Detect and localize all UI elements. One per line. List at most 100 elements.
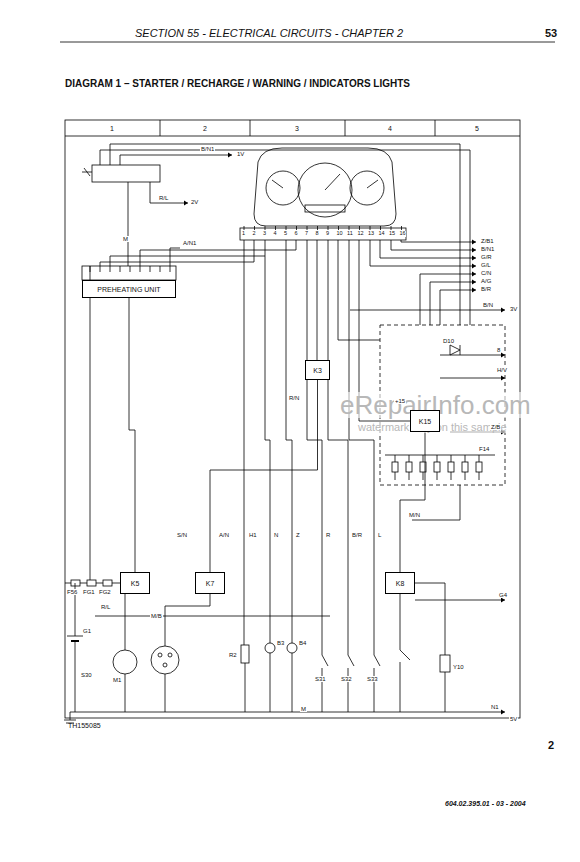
wire-label: M/B [150, 613, 163, 619]
wire-label: H1 [248, 532, 258, 538]
wire [150, 266, 151, 272]
column-number: 5 [475, 125, 479, 132]
starter-motor-symbol [113, 650, 137, 674]
wire-label: M1 [112, 677, 122, 683]
wire [165, 674, 166, 712]
wire-label: +15 [394, 398, 406, 404]
wire [286, 240, 292, 643]
wire [128, 182, 129, 266]
instrument-cluster [240, 148, 406, 240]
wire [465, 472, 466, 480]
wire [423, 472, 424, 480]
pin-number: 1 [242, 231, 245, 237]
wire [70, 712, 505, 713]
wire-label: S32 [340, 676, 353, 682]
wire-label: G1 [82, 628, 92, 634]
wire [322, 655, 328, 666]
pin-number: 15 [389, 231, 395, 237]
box-label: K8 [396, 580, 405, 587]
wire-label: G/L [480, 262, 492, 268]
wire-label: G4 [498, 592, 508, 598]
wire-label: F56 [66, 589, 78, 595]
wire-label: B/N [482, 302, 494, 308]
wire [479, 472, 480, 480]
page-number: 53 [545, 28, 557, 39]
pin-number: 4 [274, 231, 277, 237]
wire-label: A/G [480, 278, 492, 284]
wire-label: M [122, 236, 129, 242]
drawing-code: TH155085 [68, 722, 101, 729]
wire [270, 653, 271, 712]
wire-label: Z [295, 532, 301, 538]
relay-box: K3 [305, 360, 330, 380]
fuse-symbol [434, 462, 440, 472]
pin-number: 8 [316, 231, 319, 237]
column-number: 2 [203, 125, 207, 132]
pin-number: 13 [368, 231, 374, 237]
wire [465, 455, 466, 462]
wire-arrow [501, 308, 505, 313]
wire [317, 240, 318, 360]
pin-number: 10 [337, 231, 343, 237]
resistor-symbol [241, 645, 249, 663]
wire [120, 155, 232, 165]
wire-connector [129, 298, 135, 572]
wire [440, 378, 505, 379]
relay-box: K8 [385, 572, 415, 594]
wire [401, 240, 476, 242]
wire [170, 248, 180, 266]
wire-arrow [472, 248, 476, 253]
wire-label: B/N1 [480, 246, 495, 252]
pin-number: 12 [358, 231, 364, 237]
wire [409, 472, 410, 480]
box-label: K15 [419, 418, 431, 425]
wire [90, 266, 91, 272]
solenoid-symbol [440, 655, 450, 672]
wire-label: R/L [100, 604, 111, 610]
wire [395, 472, 396, 480]
wire-label: B4 [298, 640, 307, 646]
fuse-symbol [392, 462, 398, 472]
wire-label: Y10 [452, 664, 465, 670]
pin-number: 11 [347, 231, 353, 237]
wire-label: N1 [490, 704, 500, 710]
wire [296, 226, 297, 230]
wire-label: B/N1 [200, 146, 215, 152]
pin-number: 3 [263, 231, 266, 237]
wire-arrow [472, 280, 476, 285]
wire [328, 226, 329, 230]
wire [96, 583, 103, 584]
wire [265, 226, 266, 230]
pin-number: 16 [400, 231, 406, 237]
wire [415, 583, 445, 655]
wire [90, 266, 91, 580]
wire-arrow [501, 376, 505, 381]
wire [370, 240, 476, 266]
wire [430, 282, 476, 325]
box-label: PREHEATING UNIT [97, 286, 160, 293]
wire [244, 240, 245, 645]
wire [292, 653, 293, 712]
unit-box: PREHEATING UNIT [82, 280, 176, 298]
wire-label: R [325, 532, 331, 538]
wire [440, 355, 505, 356]
wire-label: C/N [480, 270, 492, 276]
wire-arrow [228, 153, 232, 158]
pin-number: 14 [379, 231, 385, 237]
pin-number: 6 [295, 231, 298, 237]
wire [451, 472, 452, 480]
wire [400, 662, 401, 712]
wire [150, 182, 188, 203]
wire-label: M/N [408, 512, 421, 518]
wire-label: R2 [228, 652, 238, 658]
box-label: K7 [206, 580, 215, 587]
diagram-title: DIAGRAM 1 – STARTER / RECHARGE / WARNING… [65, 78, 410, 89]
wire [374, 668, 375, 712]
wire [244, 226, 245, 230]
wire [307, 240, 322, 655]
wire [125, 594, 126, 650]
wire [445, 672, 446, 712]
wire [350, 310, 505, 311]
wire-label: A/N1 [182, 240, 197, 246]
pin-number: 2 [253, 231, 256, 237]
